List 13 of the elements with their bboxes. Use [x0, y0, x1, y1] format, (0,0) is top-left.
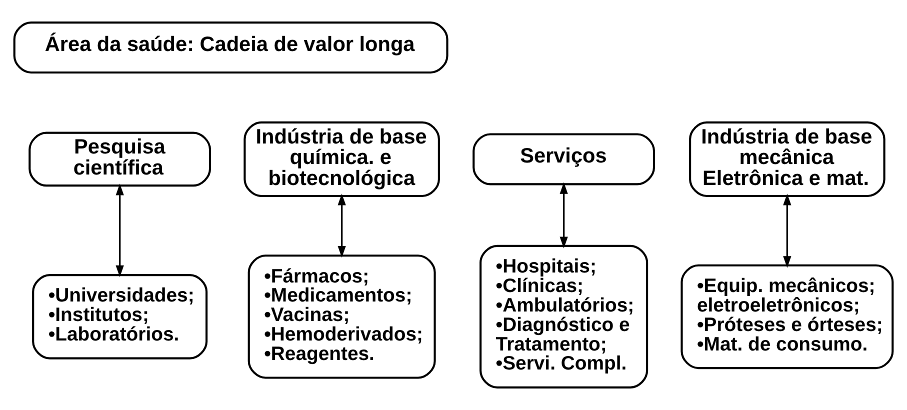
- node-box: Área da saúde: Cadeia de valor longa: [13, 22, 448, 74]
- arrow: [783, 194, 792, 268]
- arrow: [560, 182, 568, 248]
- node-box: Pesquisa científica: [28, 132, 212, 187]
- arrow: [116, 184, 124, 278]
- node-box: Indústria de base química. e biotecnológica: [244, 121, 440, 198]
- node-box: •Hospitais; •Clínicas; •Ambulatórios; •Diagnóstico e Tratamento; •Servi. Compl.: [480, 244, 648, 388]
- node-box: •Fármacos; •Medicamentos; •Vacinas; •Hemoderivados; •Reagentes.: [248, 254, 436, 379]
- node-box: •Equip. mecânicos; eletroeletrônicos; •Próteses e órteses; •Mat. de consumo.: [680, 264, 894, 370]
- node-box: Indústria de base mecânica Eletrônica e mat.: [689, 121, 886, 198]
- node-box: Serviços: [472, 133, 656, 186]
- arrow: [338, 194, 346, 258]
- node-box: •Universidades; •Institutos; •Laboratórios.: [32, 274, 208, 360]
